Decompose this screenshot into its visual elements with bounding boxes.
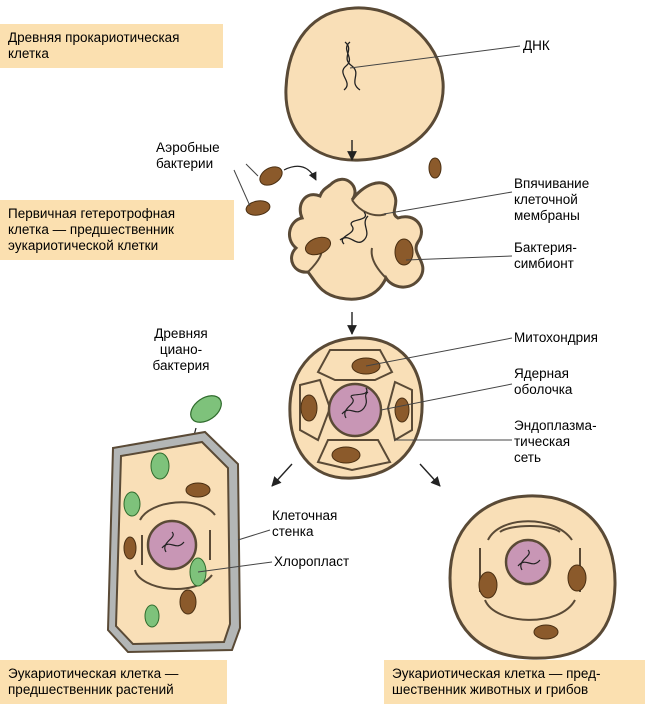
label-symbiont-bacterium: Бактерия- симбионт [514, 240, 577, 271]
label-chloroplast: Хлоропласт [274, 554, 350, 569]
dna-strand [342, 41, 361, 91]
label-mitochondrion: Митохондрия [514, 330, 598, 345]
dna-strand [339, 211, 369, 245]
label-cell-wall: Клеточная стенка [272, 508, 338, 539]
primary-heterotrophic-cell [287, 177, 425, 301]
cyanobacterium [190, 395, 222, 423]
label-membrane-invagination: Впячивание клеточной мембраны [514, 176, 590, 223]
label-ancient-cyanobacterium: Древняя циано- бактерия [152, 326, 210, 373]
caption-animal-eukaryote: Эукариотическая клетка — пред- шественни… [384, 660, 645, 704]
aerobic-bacterium [428, 157, 442, 179]
aerobic-bacterium [245, 200, 271, 216]
caption-primary-heterotroph: Первичная гетеротрофная клетка — предшес… [0, 200, 234, 260]
label-dna: ДНК [523, 38, 550, 53]
aerobic-bacterium [259, 166, 283, 186]
caption-ancient-prokaryote: Древняя прокариотическая клетка [0, 24, 223, 68]
plant-precursor-cell [106, 430, 242, 654]
animal-fungi-precursor-cell [448, 494, 617, 660]
leader-lines [197, 45, 521, 573]
label-nuclear-envelope: Ядерная оболочка [514, 366, 573, 397]
early-eukaryotic-cell [288, 336, 424, 480]
label-aerobic-bacteria: Аэробные бактерии [156, 140, 220, 171]
label-endoplasmic-reticulum: Эндоплазма- тическая сеть [514, 418, 597, 465]
ancient-prokaryotic-cell [284, 6, 445, 162]
caption-plant-eukaryote: Эукариотическая клетка — предшественник … [0, 660, 227, 704]
